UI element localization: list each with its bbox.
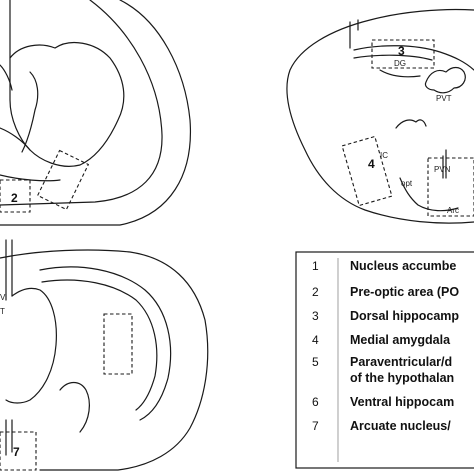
- region-box-pvn: [427, 157, 474, 217]
- structure-label-opt: opt: [401, 179, 413, 188]
- section-b-midline: [349, 19, 359, 49]
- section-c-midline: [5, 239, 13, 301]
- section-a-ventricle: [21, 71, 39, 153]
- section-c-hippocampus-arc: [39, 266, 172, 421]
- section-b-hippocampus: [353, 45, 474, 78]
- structure-label-pvn: PVN: [434, 165, 451, 174]
- legend-number-5: 5: [312, 355, 319, 369]
- region-label-4: 4: [368, 157, 375, 171]
- legend-number-3: 3: [312, 309, 319, 323]
- section-b-third-ventricle: [442, 149, 447, 179]
- region-box-3: [371, 39, 435, 69]
- legend-text-4: Medial amygdala: [350, 333, 451, 347]
- legend-number-2: 2: [312, 285, 319, 299]
- section-b-optic: [399, 177, 459, 212]
- section-posterior: 7 V T: [0, 239, 209, 471]
- legend-number-6: 6: [312, 395, 319, 409]
- legend-text-6: Ventral hippocam: [350, 395, 454, 409]
- region-box-7: [0, 431, 37, 471]
- region-label-7: 7: [13, 445, 20, 459]
- section-a-outer-contour: [0, 0, 192, 226]
- structure-label-pvt: PVT: [436, 94, 452, 103]
- region-label-3: 3: [398, 44, 405, 58]
- section-a-corpus-callosum: [0, 64, 31, 151]
- section-b-ic: [395, 119, 427, 129]
- region-box-4: [341, 135, 393, 207]
- legend-text-2: Pre-optic area (PO: [350, 285, 459, 299]
- region-label-2: 2: [11, 191, 18, 205]
- section-c-ventral: [5, 381, 90, 456]
- legend-text-1: Nucleus accumbe: [350, 259, 456, 273]
- section-c-outer-contour: [0, 249, 209, 471]
- section-a-lower-contour: [0, 174, 61, 182]
- legend-text-3: Dorsal hippocamp: [350, 309, 459, 323]
- region-box-1: [36, 149, 90, 211]
- section-anterior: 2: [0, 0, 192, 226]
- region-box-2: [0, 179, 31, 213]
- structure-label-arc: Arc: [447, 206, 459, 215]
- legend-number-7: 7: [312, 419, 319, 433]
- section-a-inner-contour: [0, 0, 163, 206]
- legend-number-4: 4: [312, 333, 319, 347]
- legend-number-1: 1: [312, 259, 319, 273]
- section-a-striatum: [9, 41, 125, 167]
- section-c-thalamus: [5, 287, 57, 404]
- legend-text-5: Paraventricular/d: [350, 355, 452, 369]
- section-c-hippocampus-arc-inner: [41, 279, 158, 411]
- section-b-outer-contour: [286, 8, 474, 224]
- region-box-6: [103, 313, 133, 375]
- legend: 1 Nucleus accumbe 2 Pre-optic area (PO 3 Dors…: [295, 251, 474, 469]
- legend-text-7: Arcuate nucleus/: [350, 419, 451, 433]
- structure-label-ic: IC: [380, 151, 388, 160]
- section-hippocampal: 3 DG PVT IC 4 PVN opt Arc: [286, 8, 474, 224]
- legend-text-5b: of the hypothalan: [350, 371, 454, 385]
- structure-label-t-fragment: T: [0, 307, 5, 316]
- legend-frame: [295, 251, 474, 469]
- structure-label-v-fragment: V: [0, 293, 6, 302]
- section-b-pvt: [424, 66, 466, 94]
- structure-label-dg: DG: [394, 59, 406, 68]
